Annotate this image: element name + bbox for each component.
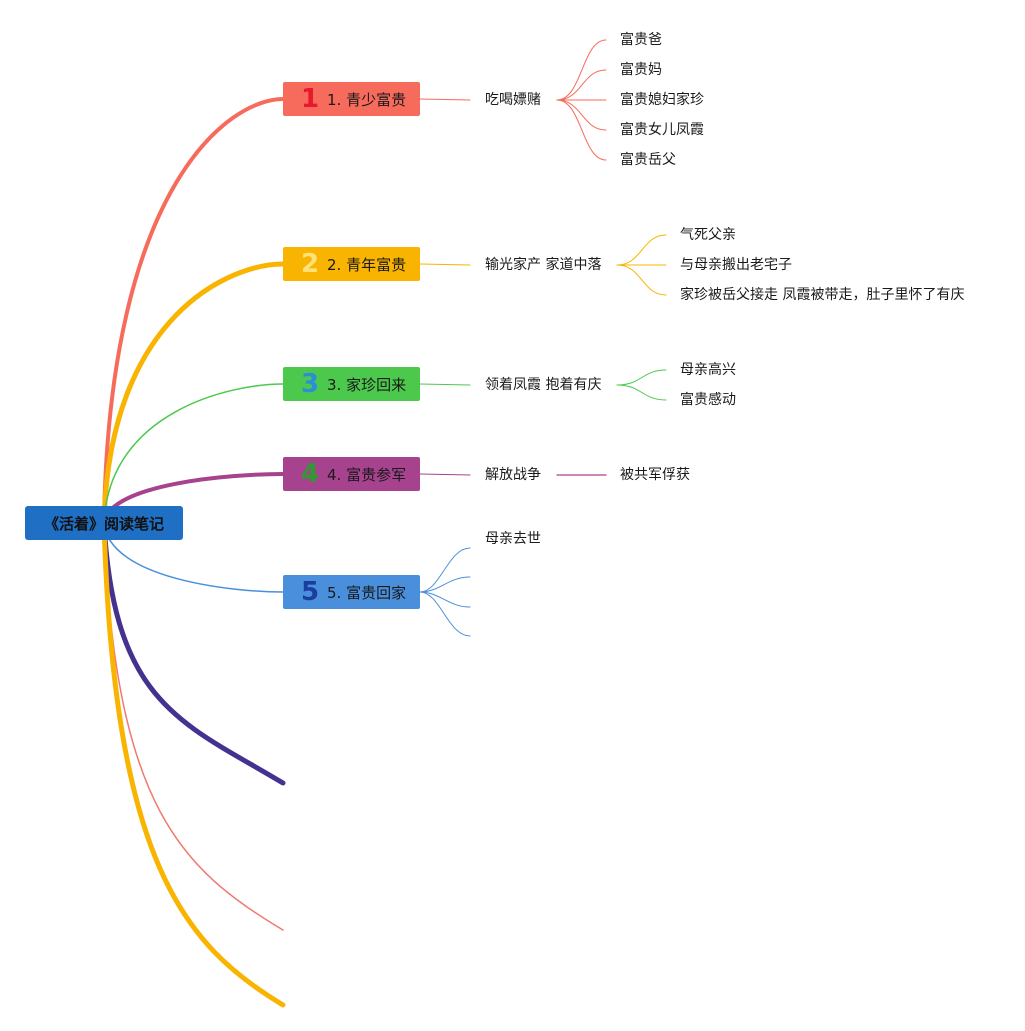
- leaf-node[interactable]: 富贵岳父: [620, 152, 676, 168]
- topic-node-2[interactable]: 2 2. 青年富贵: [283, 247, 420, 281]
- leaf-connector: [616, 234, 667, 266]
- leaf-node[interactable]: 母亲高兴: [680, 362, 736, 378]
- topic-label-5: 5. 富贵回家: [327, 583, 407, 602]
- mid-connector: [419, 98, 471, 101]
- empty-branch-connector: [101, 520, 286, 786]
- leaf-connector: [419, 576, 471, 593]
- leaf-connector: [556, 69, 607, 101]
- mid-connector: [419, 263, 471, 266]
- leaf-node[interactable]: 母亲去世: [485, 531, 541, 547]
- leaf-connector: [556, 99, 607, 161]
- subtopic-node[interactable]: 吃喝嫖赌: [485, 92, 541, 108]
- leaf-node[interactable]: 富贵感动: [680, 392, 736, 408]
- topic-number-3: 3: [300, 369, 320, 399]
- leaf-node[interactable]: 气死父亲: [680, 227, 736, 243]
- topic-label-2: 2. 青年富贵: [327, 255, 407, 274]
- leaf-node[interactable]: 富贵媳妇家珍: [620, 92, 704, 108]
- leaf-node[interactable]: 富贵爸: [620, 32, 662, 48]
- topic-node-3[interactable]: 3 3. 家珍回来: [283, 367, 420, 401]
- topic-number-5: 5: [300, 577, 320, 607]
- leaf-connector: [419, 547, 471, 593]
- branch-connector-1: [102, 97, 285, 525]
- leaf-connector: [556, 39, 607, 101]
- subtopic-node[interactable]: 解放战争: [485, 467, 541, 483]
- subtopic-node[interactable]: 输光家产 家道中落: [485, 257, 602, 273]
- leaf-connector: [616, 264, 667, 296]
- branch-connector-2: [101, 261, 286, 526]
- leaf-node[interactable]: 与母亲搬出老宅子: [680, 257, 792, 273]
- topic-number-2: 2: [300, 249, 320, 279]
- mid-connector: [419, 473, 471, 476]
- leaf-node[interactable]: 家珍被岳父接走 凤霞被带走，肚子里怀了有庆: [680, 287, 965, 303]
- topic-number-1: 1: [300, 84, 320, 114]
- leaf-node[interactable]: 富贵妈: [620, 62, 662, 78]
- leaf-node[interactable]: 富贵女儿凤霞: [620, 122, 704, 138]
- topic-label-3: 3. 家珍回来: [327, 375, 407, 394]
- mid-connector: [419, 383, 471, 386]
- topic-node-5[interactable]: 5 5. 富贵回家: [283, 575, 420, 609]
- topic-node-4[interactable]: 4 4. 富贵参军: [283, 457, 420, 491]
- topic-label-4: 4. 富贵参军: [327, 465, 407, 484]
- leaf-node[interactable]: 被共军俘获: [620, 467, 690, 483]
- topic-label-1: 1. 青少富贵: [327, 90, 407, 109]
- root-label: 《活着》阅读笔记: [43, 514, 164, 533]
- subtopic-node[interactable]: 领着凤霞 抱着有庆: [485, 377, 602, 393]
- leaf-connector: [419, 591, 471, 637]
- leaf-connector: [616, 369, 667, 386]
- topic-node-1[interactable]: 1 1. 青少富贵: [283, 82, 420, 116]
- leaf-connector: [616, 384, 667, 401]
- branch-connector-5: [103, 522, 284, 593]
- topic-number-4: 4: [300, 459, 320, 489]
- leaf-connector: [556, 99, 607, 131]
- branch-connector-3: [103, 383, 284, 524]
- root-node[interactable]: 《活着》阅读笔记: [25, 506, 183, 540]
- empty-branch-connector: [101, 520, 286, 1008]
